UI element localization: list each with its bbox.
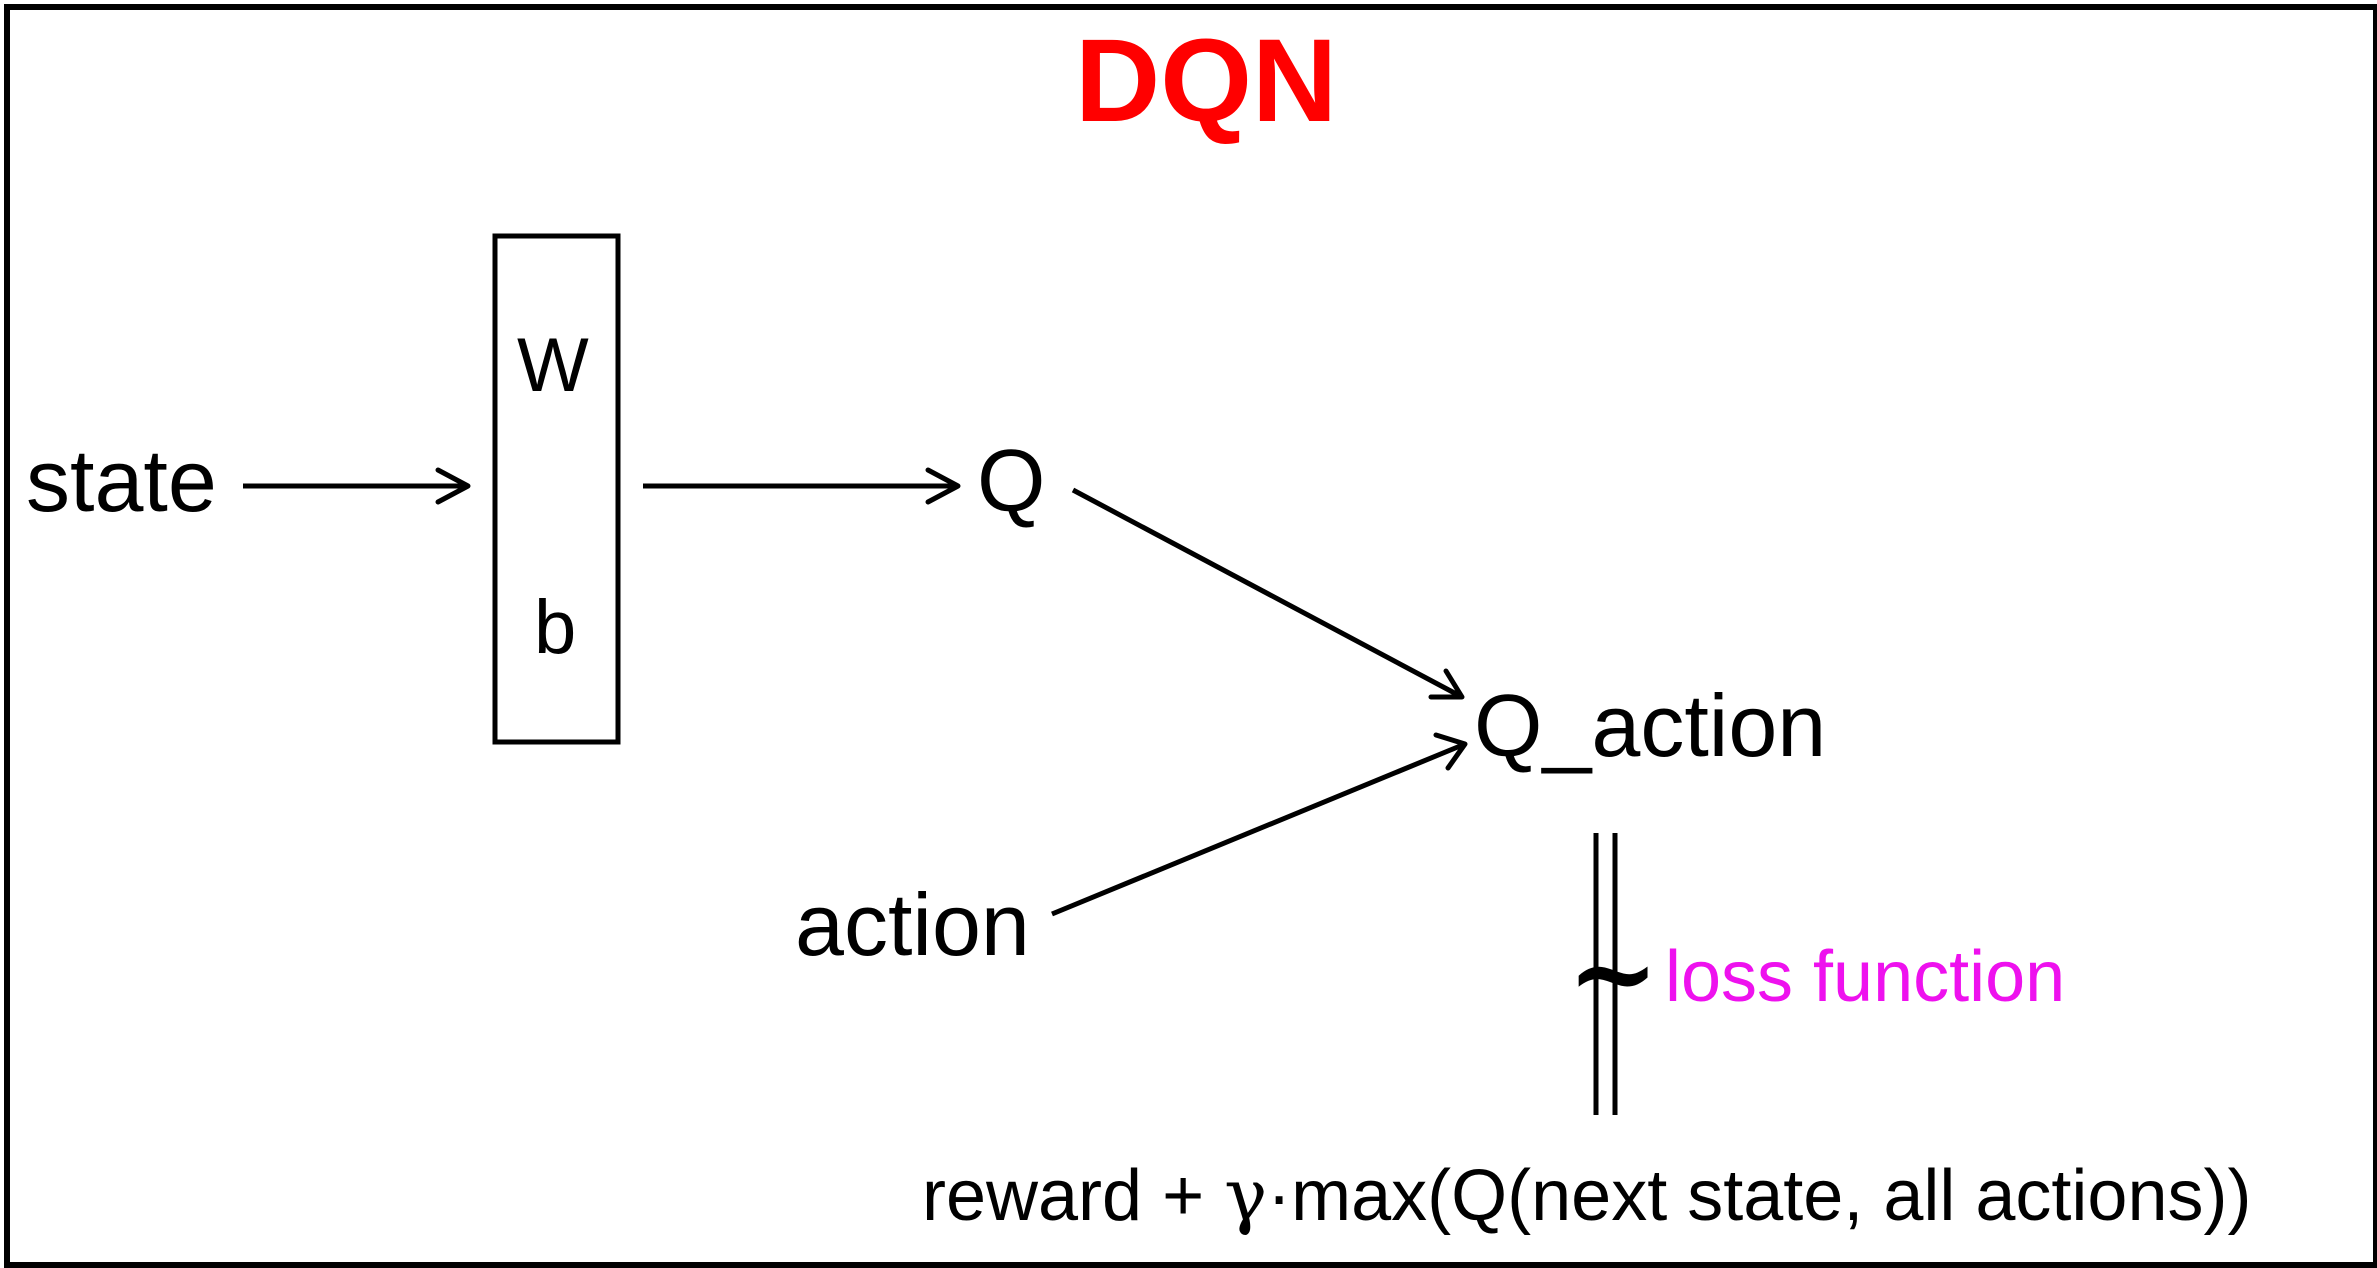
bias-label: b <box>534 585 577 670</box>
arrowhead-q-to-q-action <box>1428 668 1465 700</box>
arrow-q-to-q-action <box>1071 487 1464 700</box>
diagram-title: DQN <box>1075 15 1338 147</box>
diagram-frame <box>4 4 2377 1268</box>
arrowhead-network-to-q <box>925 467 961 505</box>
weight-label: W <box>517 323 589 408</box>
arrowhead-action-to-q-action <box>1433 732 1468 771</box>
target-formula-prefix: reward + <box>922 1156 1225 1236</box>
target-formula-suffix: ·max(Q(next state, all actions)) <box>1267 1156 2252 1236</box>
arrow-action-to-q-action <box>1051 741 1466 917</box>
tilde-symbol: ~ <box>1567 908 1660 1037</box>
network-box <box>492 233 621 745</box>
loss-function-label: loss function <box>1665 937 2066 1017</box>
action-label: action <box>795 875 1030 974</box>
gamma-symbol: γ <box>1224 1153 1268 1237</box>
arrowhead-state-to-network <box>435 467 471 505</box>
state-label: state <box>26 431 217 530</box>
q-label: Q <box>977 431 1046 530</box>
q-action-label: Q_action <box>1474 676 1827 775</box>
target-formula: reward + γ·max(Q(next state, all actions… <box>922 1159 2251 1232</box>
